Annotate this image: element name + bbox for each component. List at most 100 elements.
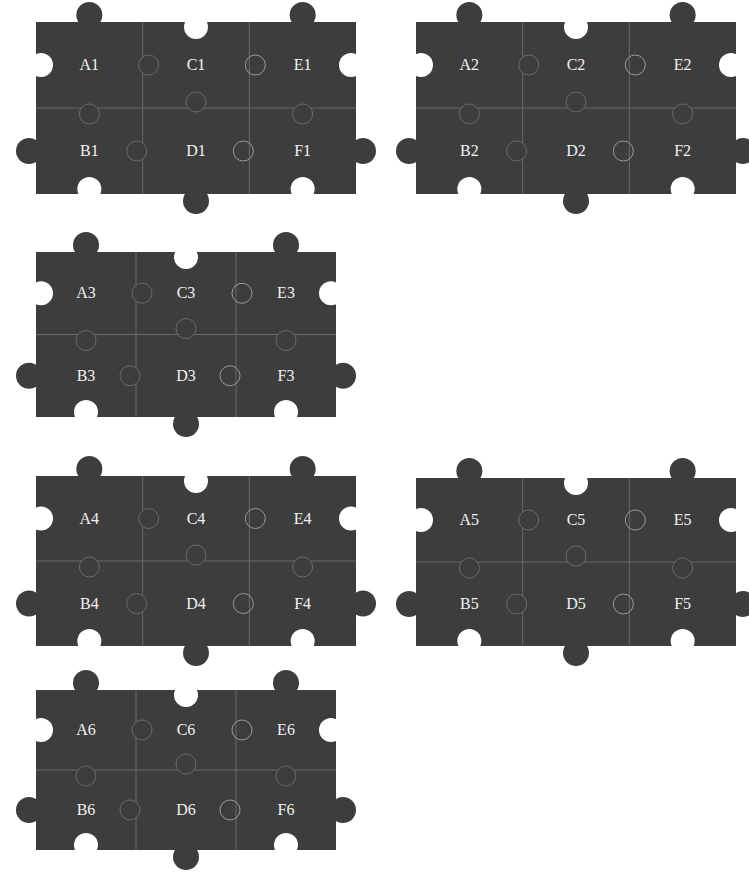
puzzle-notch [671, 629, 695, 653]
piece-tab [276, 331, 296, 351]
piece-tab [186, 92, 206, 112]
piece-label: E2 [674, 56, 692, 74]
piece-tab [245, 55, 265, 75]
puzzle-piece: E5 [649, 495, 716, 545]
piece-label: F6 [278, 801, 295, 819]
puzzle-notch [174, 245, 198, 269]
puzzle-knob [273, 670, 299, 696]
piece-label: A4 [80, 510, 100, 528]
piece-tab [245, 509, 265, 529]
puzzle-piece: E1 [269, 39, 336, 91]
puzzle-knob [16, 363, 42, 389]
piece-label: C2 [567, 56, 586, 74]
piece-tab [625, 55, 645, 75]
piece-label: D3 [176, 367, 196, 385]
piece-tab [232, 720, 252, 740]
piece-tab [76, 766, 96, 786]
piece-label: C5 [567, 511, 586, 529]
puzzle-knob [330, 797, 356, 823]
puzzle-piece: D4 [163, 578, 230, 629]
puzzle-piece: A3 [56, 269, 116, 318]
puzzle-knob [670, 458, 696, 484]
puzzle-knob [183, 640, 209, 666]
puzzle-notch [719, 508, 743, 532]
piece-label: F1 [294, 142, 311, 160]
puzzle-piece: E4 [269, 493, 336, 544]
puzzle-knob [290, 2, 316, 28]
puzzle-knob [183, 188, 209, 214]
piece-label: D4 [186, 595, 206, 613]
puzzle-piece: D5 [543, 579, 610, 629]
piece-tab [276, 766, 296, 786]
puzzle-notch [29, 53, 53, 77]
puzzle-notch [291, 177, 315, 201]
puzzle-notch [184, 469, 208, 493]
puzzle-piece: C1 [163, 39, 230, 91]
puzzle-piece: D1 [163, 125, 230, 177]
piece-tab [233, 594, 253, 614]
puzzle-notch [319, 718, 343, 742]
puzzle-notch [719, 53, 743, 77]
piece-tab [132, 720, 152, 740]
puzzle-piece: B3 [56, 352, 116, 401]
puzzle-notch [184, 15, 208, 39]
puzzle-piece: A4 [56, 493, 123, 544]
piece-label: E1 [294, 56, 312, 74]
puzzle-piece: B4 [56, 578, 123, 629]
piece-tab [176, 754, 196, 774]
puzzle-piece: F1 [269, 125, 336, 177]
puzzle-notch [409, 53, 433, 77]
puzzle-body [36, 22, 356, 194]
piece-label: A1 [80, 56, 100, 74]
puzzle-piece: B5 [436, 579, 503, 629]
piece-tab [76, 331, 96, 351]
puzzle-piece: B1 [56, 125, 123, 177]
puzzle-knob [350, 138, 376, 164]
puzzle-knob [76, 456, 102, 482]
puzzle-piece: C3 [156, 269, 216, 318]
puzzle-knob [396, 138, 422, 164]
puzzle-knob [273, 232, 299, 258]
puzzle-piece: E3 [256, 269, 316, 318]
puzzle-body [416, 22, 736, 194]
puzzle-knob [350, 591, 376, 617]
piece-label: C4 [187, 510, 206, 528]
piece-label: D1 [186, 142, 206, 160]
puzzle-piece: F4 [269, 578, 336, 629]
piece-tab [507, 141, 527, 161]
puzzle-piece: E2 [649, 39, 716, 91]
puzzle-piece: A1 [56, 39, 123, 91]
puzzle-knob [16, 591, 42, 617]
puzzle-piece: F2 [649, 125, 716, 177]
piece-label: F5 [674, 595, 691, 613]
piece-tab [232, 283, 252, 303]
piece-label: E4 [294, 510, 312, 528]
piece-label: B4 [80, 595, 99, 613]
puzzle-knob [16, 797, 42, 823]
piece-tab [233, 141, 253, 161]
piece-tab [613, 594, 633, 614]
puzzle-piece: C2 [543, 39, 610, 91]
puzzle-notch [29, 718, 53, 742]
puzzle-body [416, 478, 736, 646]
piece-tab [459, 558, 479, 578]
piece-tab [120, 366, 140, 386]
piece-tab [566, 92, 586, 112]
piece-tab [519, 55, 539, 75]
piece-label: A5 [460, 511, 480, 529]
piece-tab [519, 510, 539, 530]
puzzle-notch [274, 833, 298, 857]
piece-tab [79, 557, 99, 577]
piece-tab [79, 104, 99, 124]
piece-label: C1 [187, 56, 206, 74]
puzzle-body [36, 690, 336, 850]
puzzle-knob [290, 456, 316, 482]
piece-tab [127, 141, 147, 161]
piece-label: B6 [77, 801, 96, 819]
puzzle-knob [173, 411, 199, 437]
puzzle-notch [77, 629, 101, 653]
puzzle-body [36, 476, 356, 646]
piece-tab [625, 510, 645, 530]
piece-tab [220, 366, 240, 386]
